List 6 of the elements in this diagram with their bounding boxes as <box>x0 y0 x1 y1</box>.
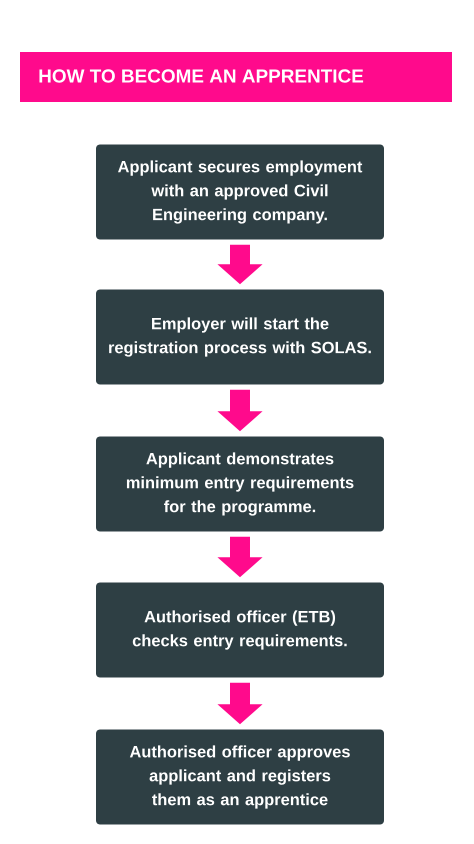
title-banner: HOW TO BECOME AN APPRENTICE <box>20 52 452 102</box>
process-box: Applicant secures employment with an approved Civil Engineering company. <box>96 144 384 240</box>
process-box: Authorised officer approves applicant and registers them as an apprentice <box>96 730 384 824</box>
process-box: Applicant demonstrates minimum entry requirements for the programme. <box>96 436 384 532</box>
process-box: Authorised officer (ETB) checks entry requirements. <box>96 582 384 678</box>
process-box: Employer will start the registration process with SOLAS. <box>96 290 384 384</box>
